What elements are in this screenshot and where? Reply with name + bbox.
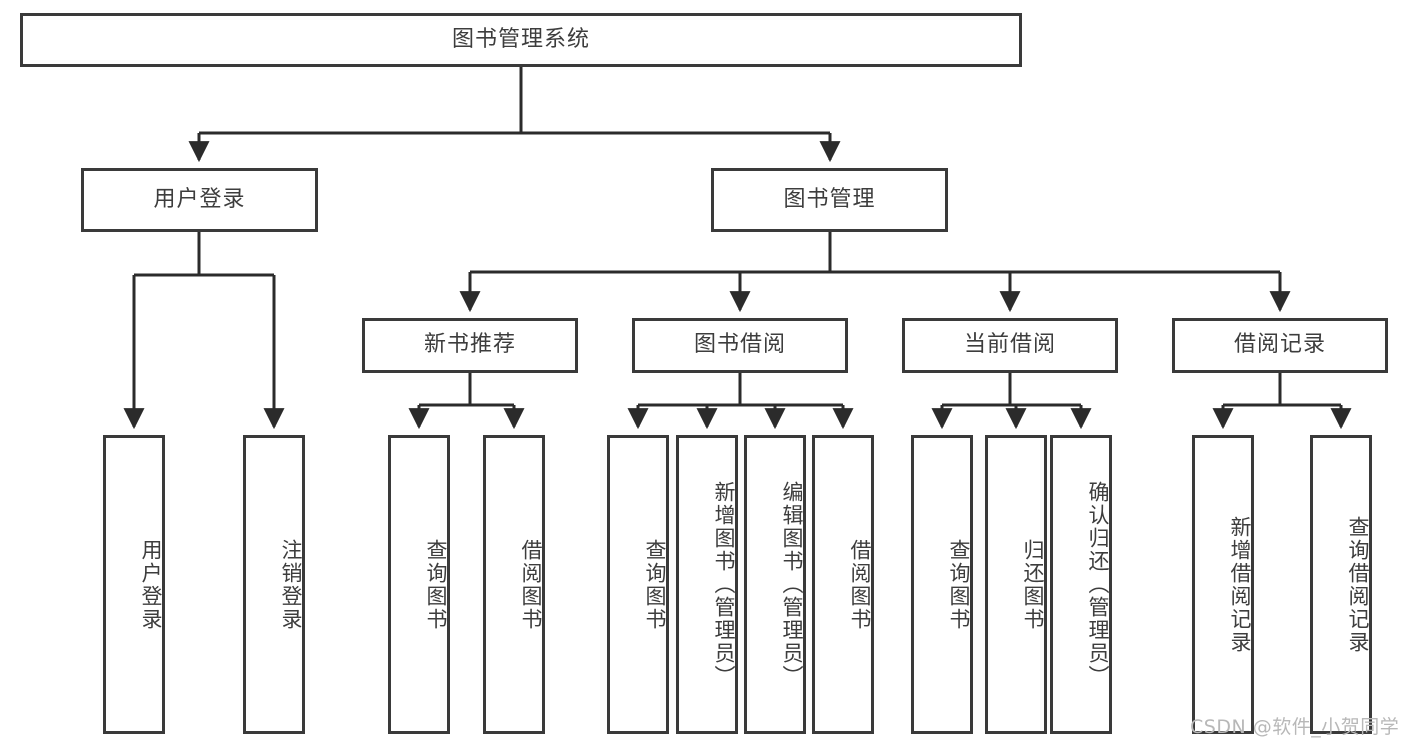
node-leaf-confirm-return[interactable]: 确认归还（管理员） [1050, 435, 1112, 734]
node-leaf-query-record[interactable]: 查询借阅记录 [1310, 435, 1372, 734]
node-borrow-record-label: 借阅记录 [1233, 332, 1326, 358]
node-book-borrow-label: 图书借阅 [693, 332, 786, 358]
node-leaf-confirm-return-label: 确认归还（管理员） [1086, 481, 1110, 688]
node-leaf-return-book[interactable]: 归还图书 [985, 435, 1047, 734]
node-leaf-logout[interactable]: 注销登录 [243, 435, 305, 734]
node-new-book-rec[interactable]: 新书推荐 [362, 318, 578, 373]
node-leaf-query-book-3-label: 查询图书 [947, 538, 971, 631]
node-leaf-edit-book[interactable]: 编辑图书（管理员） [744, 435, 806, 734]
node-leaf-edit-book-label: 编辑图书（管理员） [780, 481, 804, 688]
node-leaf-add-book[interactable]: 新增图书（管理员） [676, 435, 738, 734]
node-book-borrow[interactable]: 图书借阅 [632, 318, 848, 373]
node-current-borrow[interactable]: 当前借阅 [902, 318, 1118, 373]
node-leaf-add-book-label: 新增图书（管理员） [712, 481, 736, 688]
node-leaf-query-record-label: 查询借阅记录 [1346, 515, 1370, 654]
node-current-borrow-label: 当前借阅 [963, 332, 1056, 358]
node-book-manage[interactable]: 图书管理 [711, 168, 948, 232]
node-leaf-query-book-2-label: 查询图书 [643, 538, 667, 631]
node-leaf-query-book-1[interactable]: 查询图书 [388, 435, 450, 734]
node-leaf-borrow-book-2[interactable]: 借阅图书 [812, 435, 874, 734]
node-root[interactable]: 图书管理系统 [20, 13, 1022, 67]
node-leaf-logout-label: 注销登录 [279, 538, 303, 631]
node-leaf-borrow-book-1-label: 借阅图书 [519, 538, 543, 631]
node-new-book-rec-label: 新书推荐 [423, 332, 516, 358]
node-leaf-query-book-2[interactable]: 查询图书 [607, 435, 669, 734]
node-user-login-label: 用户登录 [153, 186, 246, 212]
node-leaf-user-login-label: 用户登录 [139, 538, 163, 631]
node-leaf-add-record[interactable]: 新增借阅记录 [1192, 435, 1254, 734]
node-leaf-borrow-book-1[interactable]: 借阅图书 [483, 435, 545, 734]
node-leaf-query-book-1-label: 查询图书 [424, 538, 448, 631]
node-user-login[interactable]: 用户登录 [81, 168, 318, 232]
node-leaf-user-login[interactable]: 用户登录 [103, 435, 165, 734]
csdn-watermark: CSDN @软件_小贺同学 [1190, 716, 1400, 738]
node-borrow-record[interactable]: 借阅记录 [1172, 318, 1388, 373]
node-leaf-query-book-3[interactable]: 查询图书 [911, 435, 973, 734]
node-root-label: 图书管理系统 [451, 26, 590, 52]
node-leaf-add-record-label: 新增借阅记录 [1228, 515, 1252, 654]
node-leaf-return-book-label: 归还图书 [1021, 538, 1045, 631]
node-book-manage-label: 图书管理 [783, 186, 876, 212]
node-leaf-borrow-book-2-label: 借阅图书 [848, 538, 872, 631]
